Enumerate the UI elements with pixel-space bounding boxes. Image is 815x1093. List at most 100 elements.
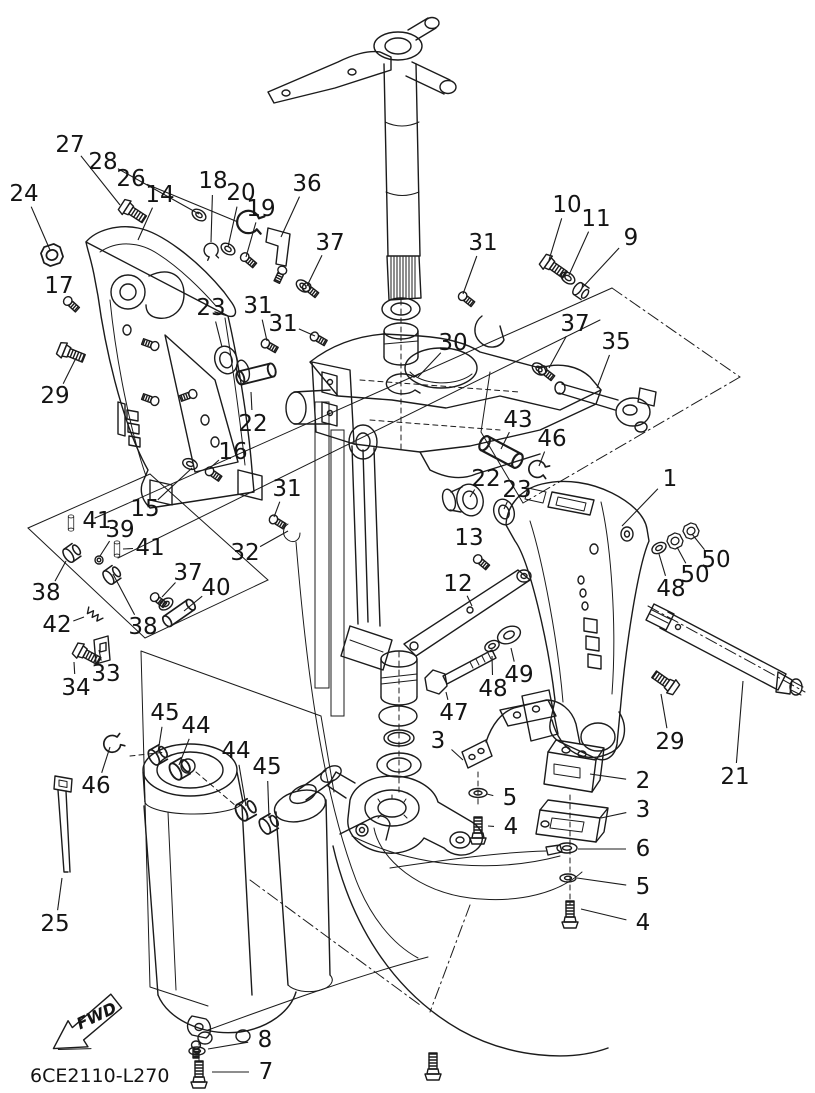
callout-1: 1 — [663, 466, 678, 492]
callout-34: 34 — [61, 675, 90, 701]
callout-22: 22 — [238, 411, 267, 437]
leader-line-47 — [445, 691, 449, 701]
leader-line-10 — [548, 218, 563, 261]
callout-46: 46 — [81, 773, 110, 799]
callout-31: 31 — [468, 230, 497, 256]
leader-line-3 — [451, 749, 464, 761]
callout-22: 22 — [471, 466, 500, 492]
steering-yoke — [327, 771, 483, 856]
callout-2: 2 — [636, 768, 651, 794]
leader-line-16 — [209, 459, 220, 469]
callout-17: 17 — [44, 273, 73, 299]
leader-line-14 — [137, 207, 154, 241]
callout-19: 19 — [246, 196, 275, 222]
leader-line-37 — [548, 335, 567, 369]
leader-line-46 — [538, 451, 546, 467]
callout-26: 26 — [116, 166, 145, 192]
callout-6: 6 — [636, 836, 651, 862]
cable-tie — [53, 775, 73, 873]
leader-line-27 — [80, 155, 121, 206]
callout-45: 45 — [252, 754, 281, 780]
leader-line-44 — [178, 738, 190, 766]
callout-37: 37 — [560, 311, 589, 337]
callout-49: 49 — [504, 662, 533, 688]
leader-line-39 — [99, 540, 111, 557]
callout-39: 39 — [105, 517, 134, 543]
callout-11: 11 — [581, 206, 610, 232]
leader-line-23 — [503, 501, 508, 510]
callout-4: 4 — [636, 910, 651, 936]
leader-line-3 — [600, 812, 627, 819]
callout-7: 7 — [259, 1059, 274, 1085]
trim-stick — [403, 569, 532, 657]
callout-10: 10 — [552, 192, 581, 218]
leader-line-26 — [146, 183, 239, 223]
left-clamp-bracket — [85, 226, 263, 509]
callout-4: 4 — [504, 814, 519, 840]
lower-mount-bracket — [535, 799, 609, 843]
tilt-rod — [645, 603, 806, 696]
leader-line-40 — [183, 595, 203, 612]
stop-lever-cable — [283, 523, 419, 959]
leader-line-31 — [261, 319, 268, 342]
callout-37: 37 — [173, 560, 202, 586]
callout-32: 32 — [230, 540, 259, 566]
leader-line-22 — [250, 391, 253, 411]
leader-line-42 — [73, 616, 85, 622]
bracket-stay — [265, 227, 505, 348]
callout-20: 20 — [226, 180, 255, 206]
leader-line-50 — [691, 533, 705, 551]
callout-31: 31 — [243, 293, 272, 319]
callout-12: 12 — [443, 571, 472, 597]
callout-41: 41 — [82, 508, 111, 534]
callout-47: 47 — [439, 700, 468, 726]
leader-line-32 — [259, 530, 289, 548]
leader-line-22 — [469, 489, 476, 498]
callout-33: 33 — [91, 661, 120, 687]
leader-line-48 — [658, 553, 667, 576]
swivel-column — [340, 445, 393, 671]
callout-5: 5 — [636, 874, 651, 900]
callout-45: 45 — [150, 700, 179, 726]
steering-arm-assembly — [267, 16, 457, 301]
leader-line-5 — [576, 877, 627, 886]
callout-48: 48 — [656, 576, 685, 602]
callout-25: 25 — [40, 911, 69, 937]
leader-line-34 — [73, 661, 76, 675]
callout-16: 16 — [218, 439, 247, 465]
callout-5: 5 — [503, 785, 518, 811]
leader-line-31 — [462, 255, 478, 295]
callout-27: 27 — [55, 132, 84, 158]
leader-line-45 — [157, 726, 163, 753]
callout-44: 44 — [221, 738, 250, 764]
leader-line-8 — [207, 1041, 249, 1050]
callout-9: 9 — [624, 225, 639, 251]
motor-midsection — [186, 815, 609, 1081]
leader-line-46 — [101, 746, 111, 773]
leader-line-15 — [157, 467, 193, 501]
leader-line-20 — [227, 206, 238, 248]
callout-14: 14 — [145, 182, 174, 208]
callout-36: 36 — [292, 171, 321, 197]
callout-13: 13 — [454, 525, 483, 551]
callout-43: 43 — [503, 407, 532, 433]
leader-line-44 — [238, 764, 247, 807]
lower-bushing-stack — [376, 650, 422, 793]
swivel-bracket-housing — [285, 333, 602, 479]
leader-line-2 — [589, 773, 627, 780]
leader-line-31 — [298, 328, 316, 337]
construction-lines — [27, 287, 741, 1007]
callout-15: 15 — [130, 496, 159, 522]
callout-50: 50 — [701, 547, 730, 573]
callout-42: 42 — [42, 612, 71, 638]
callout-24: 24 — [9, 181, 38, 207]
bolt-47 — [424, 649, 497, 695]
leader-line-5 — [486, 793, 494, 797]
callout-29: 29 — [40, 383, 69, 409]
leader-line-1 — [621, 488, 659, 527]
upper-mount-bracket — [461, 699, 605, 906]
callout-35: 35 — [601, 329, 630, 355]
callout-30: 30 — [438, 330, 467, 356]
